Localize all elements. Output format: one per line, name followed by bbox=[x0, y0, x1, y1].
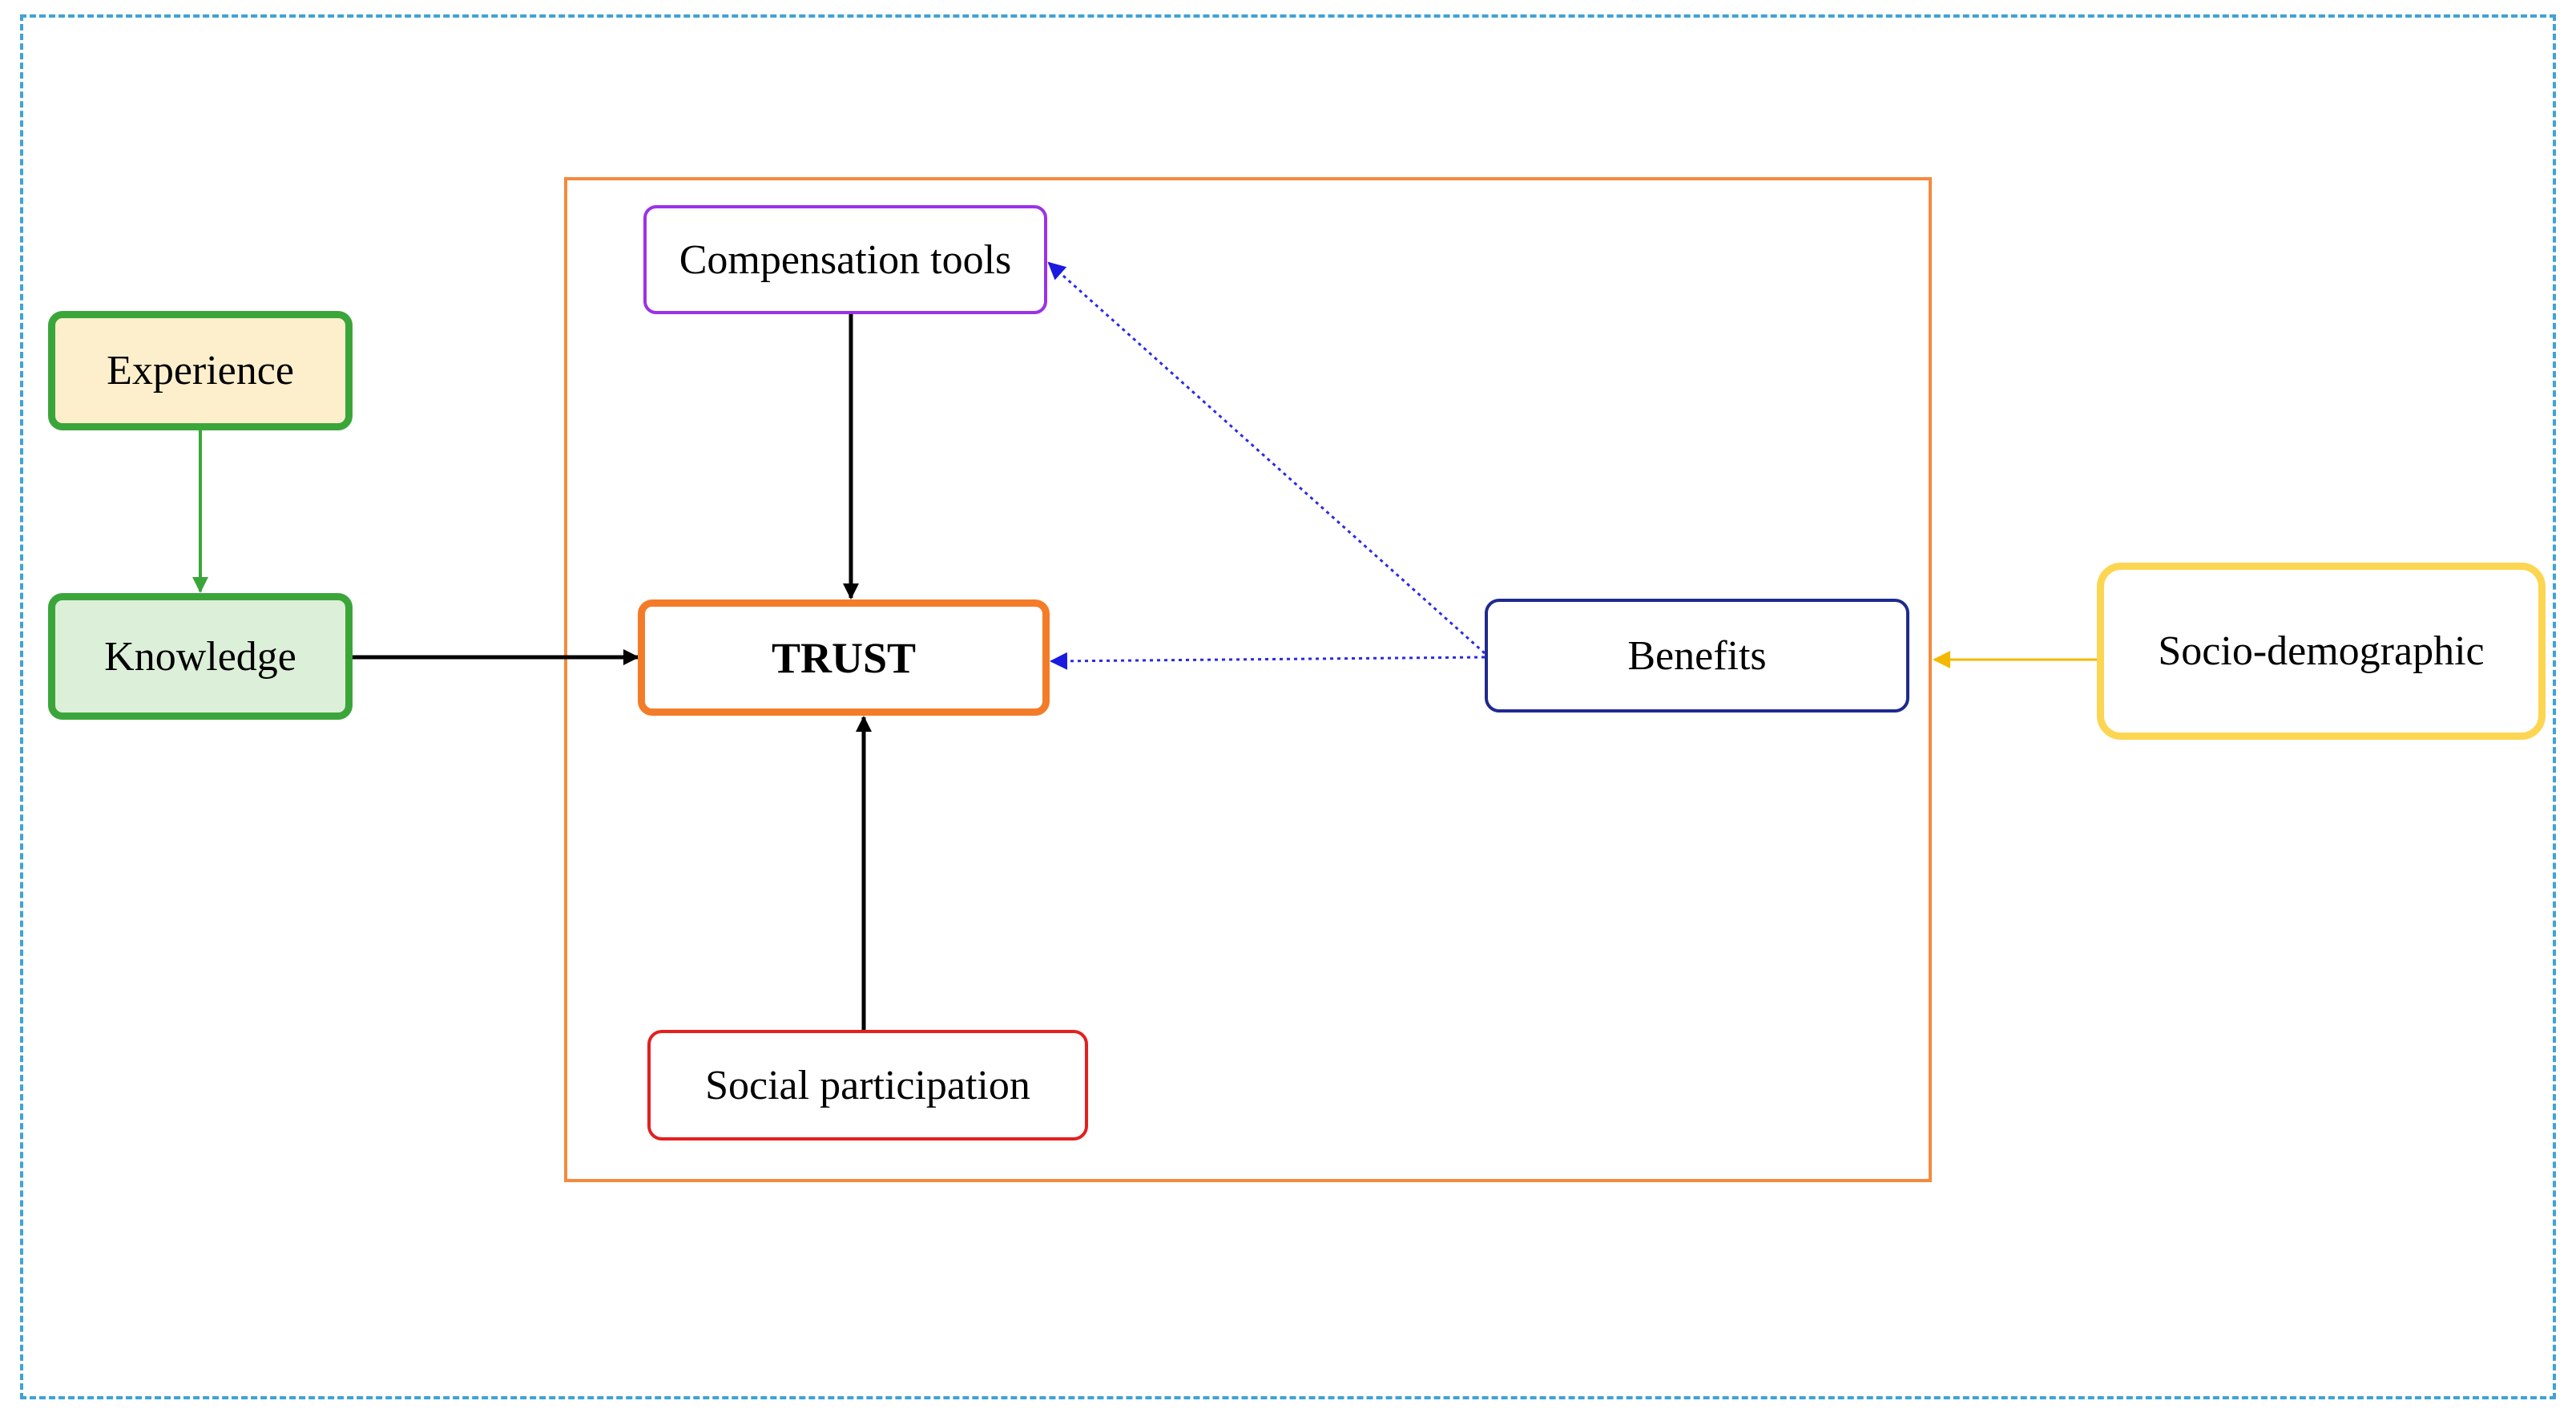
node-socio-demographic-label: Socio-demographic bbox=[2158, 628, 2485, 674]
node-compensation-tools: Compensation tools bbox=[643, 205, 1047, 314]
node-knowledge: Knowledge bbox=[48, 593, 353, 720]
node-compensation-tools-label: Compensation tools bbox=[679, 236, 1012, 283]
node-experience-label: Experience bbox=[107, 348, 294, 394]
edge-benefits-to-trust bbox=[1050, 652, 1486, 670]
node-trust: TRUST bbox=[638, 599, 1050, 716]
node-socio-demographic: Socio-demographic bbox=[2097, 563, 2546, 740]
node-trust-label: TRUST bbox=[771, 633, 917, 682]
node-knowledge-label: Knowledge bbox=[104, 633, 296, 680]
edge-benefits-to-compensation bbox=[1047, 261, 1486, 655]
node-social-participation-label: Social participation bbox=[705, 1062, 1030, 1108]
node-benefits-label: Benefits bbox=[1627, 632, 1767, 679]
node-experience: Experience bbox=[48, 311, 353, 430]
node-benefits: Benefits bbox=[1485, 599, 1909, 713]
outer-dashed-frame bbox=[20, 14, 2556, 1399]
inner-model-frame bbox=[564, 177, 1932, 1182]
node-social-participation: Social participation bbox=[647, 1030, 1088, 1140]
